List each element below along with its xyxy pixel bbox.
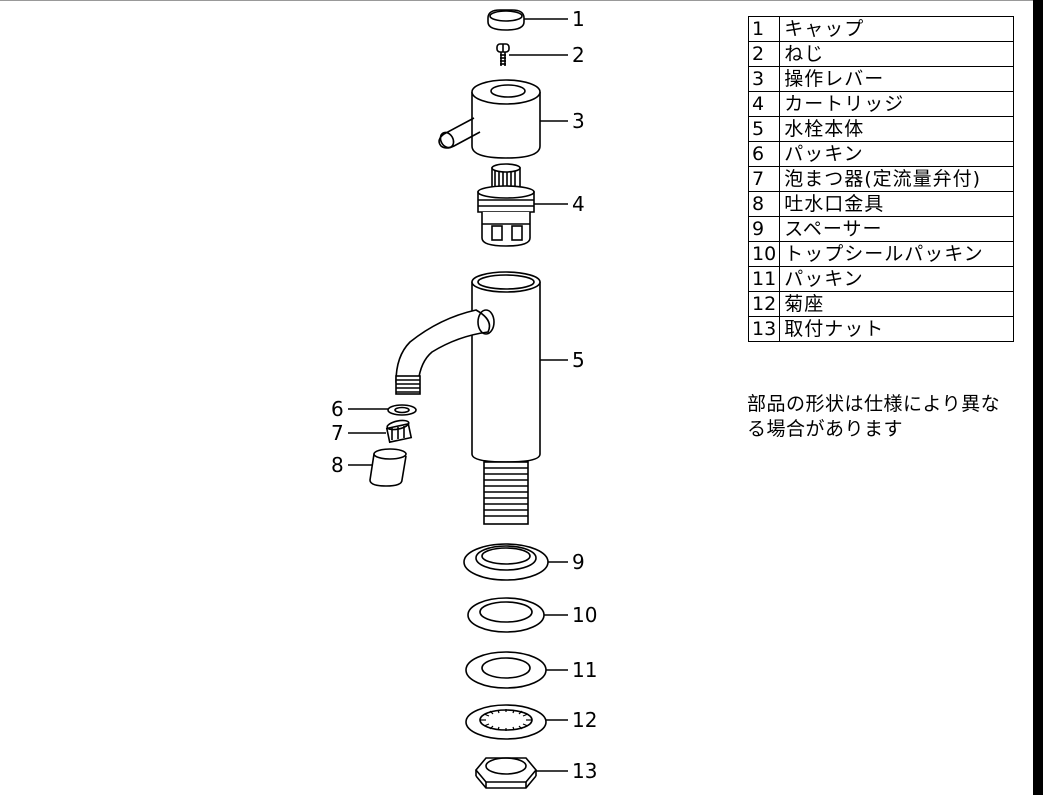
callout-11: 11 <box>572 658 597 682</box>
part-name: パッキン <box>779 141 1015 167</box>
exploded-diagram: 1 2 3 4 5 6 7 8 9 10 11 12 13 <box>331 7 597 789</box>
part-number: 13 <box>747 316 781 342</box>
part-number: 1 <box>747 16 781 42</box>
part-cap-drawing <box>487 9 568 31</box>
callout-7: 7 <box>331 421 344 445</box>
part-top-seal-drawing <box>467 597 568 633</box>
part-screw-drawing <box>496 43 568 66</box>
part-number: 11 <box>747 266 781 292</box>
part-number: 9 <box>747 216 781 242</box>
part-number: 8 <box>747 191 781 217</box>
part-lever-drawing <box>438 79 568 159</box>
part-number: 6 <box>747 141 781 167</box>
part-number: 2 <box>747 41 781 67</box>
part-number: 12 <box>747 291 781 317</box>
part-name: 取付ナット <box>779 316 1015 342</box>
part-name: ねじ <box>779 41 1015 67</box>
part-body-drawing <box>395 271 568 525</box>
part-aerator-drawing <box>348 419 413 444</box>
part-gasket-6-drawing <box>348 404 417 416</box>
part-name: カートリッジ <box>779 91 1015 117</box>
part-name: 操作レバー <box>779 66 1015 92</box>
part-washer-drawing <box>465 704 568 740</box>
part-name: 泡まつ器(定流量弁付) <box>779 166 1015 192</box>
part-number: 5 <box>747 116 781 142</box>
callout-numbers: 1 2 3 4 5 6 7 8 9 10 11 12 13 <box>331 7 597 783</box>
part-name: パッキン <box>779 266 1015 292</box>
callout-12: 12 <box>572 708 597 732</box>
part-name: トップシールパッキン <box>779 241 1015 267</box>
callout-13: 13 <box>572 759 597 783</box>
part-number: 10 <box>747 241 781 267</box>
callout-10: 10 <box>572 603 597 627</box>
top-border <box>0 0 1040 1</box>
right-border-bar <box>1033 0 1043 795</box>
callout-8: 8 <box>331 453 344 477</box>
part-spout-fitting-drawing <box>348 448 407 487</box>
part-cartridge-drawing <box>477 163 568 247</box>
callout-3: 3 <box>572 109 585 133</box>
callout-9: 9 <box>572 550 585 574</box>
callout-6: 6 <box>331 397 344 421</box>
part-number: 7 <box>747 166 781 192</box>
part-name: スペーサー <box>779 216 1015 242</box>
part-number: 4 <box>747 91 781 117</box>
part-number: 3 <box>747 66 781 92</box>
part-name: 水栓本体 <box>779 116 1015 142</box>
part-packing-11-drawing <box>465 651 568 689</box>
callout-1: 1 <box>572 7 585 31</box>
part-name: キャップ <box>779 16 1015 42</box>
part-nut-drawing <box>474 757 568 789</box>
shape-note: 部品の形状は仕様により異なる場合があります <box>747 393 1001 440</box>
callout-2: 2 <box>572 43 585 67</box>
callout-5: 5 <box>572 348 585 372</box>
part-spacer-drawing <box>463 543 568 581</box>
part-name: 吐水口金具 <box>779 191 1015 217</box>
part-name: 菊座 <box>779 291 1015 317</box>
callout-4: 4 <box>572 192 585 216</box>
